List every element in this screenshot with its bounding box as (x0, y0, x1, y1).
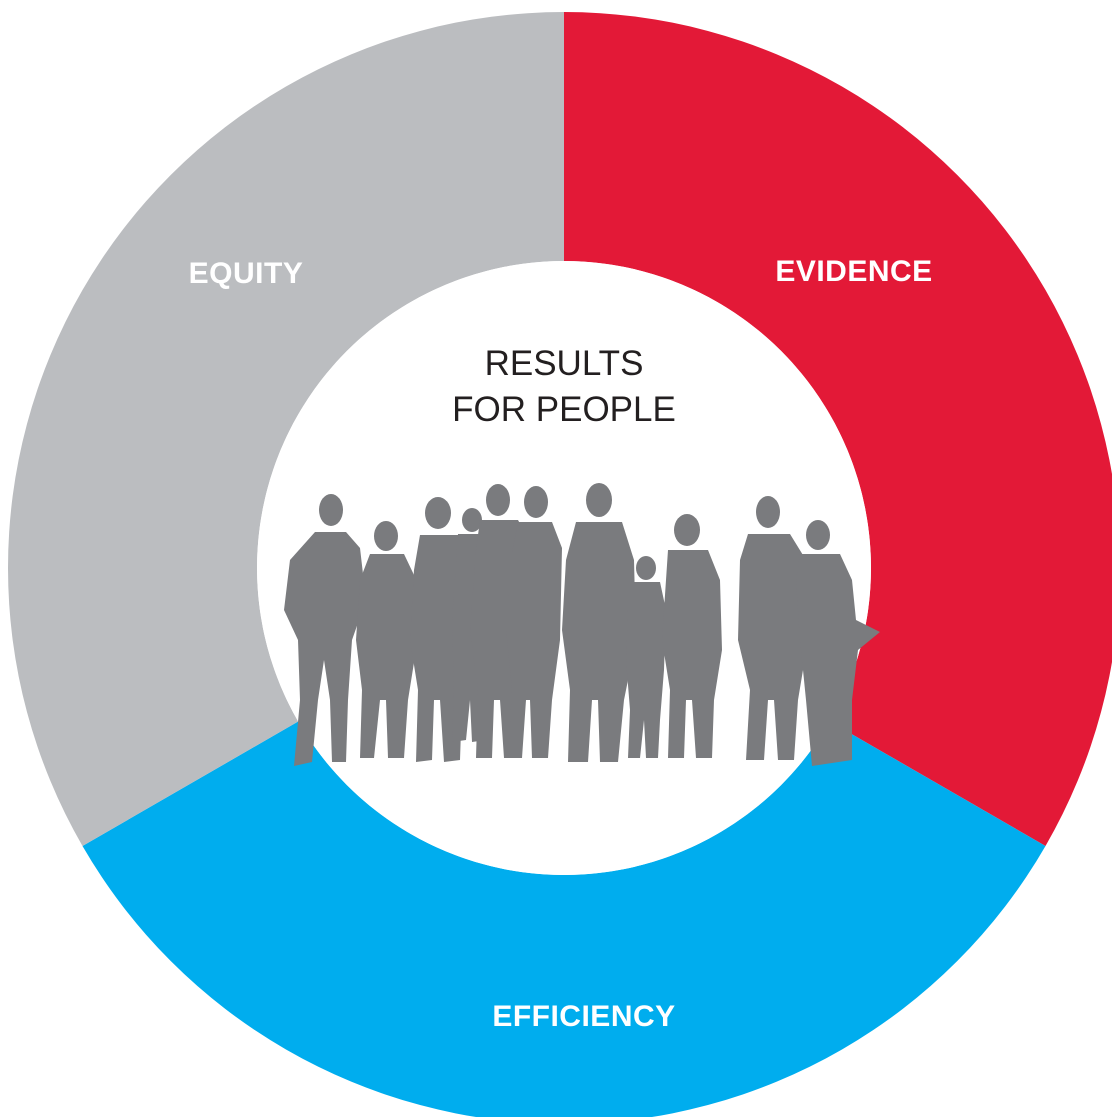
person-silhouette-icon (662, 514, 722, 758)
person-silhouette-icon (796, 520, 880, 766)
person-silhouette-icon (738, 496, 808, 760)
person-silhouette-icon (626, 556, 666, 758)
segment-evidence (564, 12, 1112, 846)
segment-label-equity: EQUITY (189, 257, 304, 290)
segment-label-evidence: EVIDENCE (775, 255, 932, 288)
person-silhouette-icon (356, 521, 416, 758)
segment-label-efficiency: EFFICIENCY (492, 1000, 675, 1033)
person-silhouette-icon (284, 494, 366, 766)
segment-equity (7, 12, 564, 846)
crowd-silhouette-icon (284, 483, 880, 766)
segment-efficiency (82, 721, 1046, 1117)
person-silhouette-icon (506, 486, 562, 758)
ring-segments (7, 12, 1112, 1117)
center-title-line-2: FOR PEOPLE (452, 390, 676, 429)
center-circle (257, 261, 871, 875)
person-silhouette-icon (562, 483, 636, 762)
center-title-line-1: RESULTS (485, 344, 644, 383)
